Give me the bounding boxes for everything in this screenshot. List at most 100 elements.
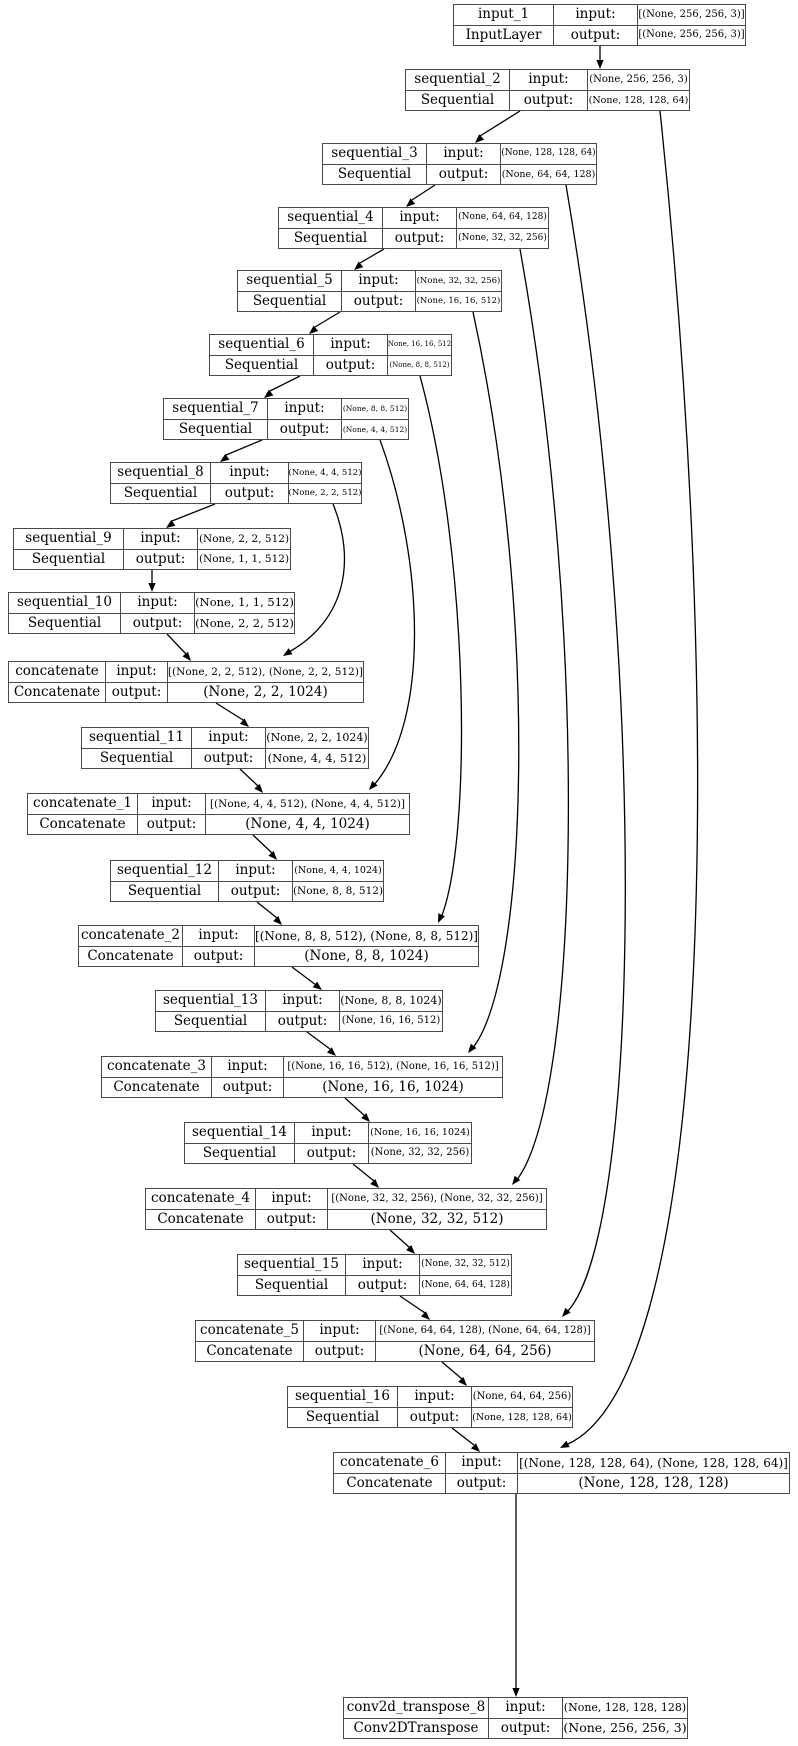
arrowhead-concatenate_1-to-sequential_12: [268, 850, 277, 860]
node-input-shape: (None, 1, 1, 512): [195, 595, 294, 609]
edge-concatenate_5-to-sequential_16: [441, 1361, 463, 1380]
node-input-label: input:: [342, 271, 416, 291]
arrowhead-sequential_7-to-sequential_8: [220, 453, 230, 462]
node-name: concatenate_3: [102, 1057, 212, 1077]
node-output-label: output:: [124, 549, 198, 569]
node-input-label: input:: [266, 991, 340, 1011]
node-output-shape: (None, 32, 32, 256): [370, 1147, 470, 1159]
node-input-label: input:: [106, 662, 168, 682]
node-name: concatenate_4: [146, 1189, 256, 1209]
edge-sequential_6-to-sequential_7: [269, 375, 301, 392]
node-input-label: input:: [398, 1387, 472, 1407]
node-input-label: input:: [489, 1698, 563, 1718]
node-name: concatenate_5: [196, 1321, 304, 1341]
node-output-shape: (None, 2, 2, 1024): [203, 683, 328, 700]
node-input-label: input:: [383, 208, 457, 228]
arrowhead-sequential_5-to-sequential_6: [309, 325, 319, 334]
node-output-label: output:: [398, 1407, 472, 1427]
node-class-name: Sequential: [406, 90, 510, 110]
node-input-shape: [(None, 128, 128, 64), (None, 128, 128, …: [519, 1455, 788, 1470]
node-input-label: input:: [124, 529, 198, 549]
node-name: sequential_16: [288, 1387, 398, 1407]
node-input-label: input:: [268, 399, 342, 419]
node-input-shape: [(None, 16, 16, 512), (None, 16, 16, 512…: [287, 1060, 499, 1072]
node-name: conv2d_transpose_8: [344, 1698, 489, 1718]
arrowhead-sequential_6-skip-concatenate_2: [438, 913, 445, 923]
arrowhead-sequential_7-skip-concatenate_1: [369, 780, 378, 790]
edge-sequential_14-to-concatenate_4: [352, 1163, 375, 1182]
node-input-shape: (None, 32, 32, 512): [421, 1259, 510, 1270]
node-output-shape: (None, 1, 1, 512): [198, 553, 290, 565]
node-output-label: output:: [121, 613, 195, 633]
node-class-name: Sequential: [14, 549, 124, 569]
node-name: sequential_3: [323, 144, 427, 164]
arrowhead-sequential_2-skip-concatenate_6: [560, 1440, 570, 1448]
edge-concatenate_1-to-sequential_12: [252, 834, 273, 854]
node-name: sequential_12: [111, 861, 219, 881]
node-input-shape: (None, 2, 2, 1024): [266, 731, 368, 745]
node-input-shape: (None, 128, 128, 128): [563, 1701, 687, 1715]
node-output-label: output:: [295, 1143, 369, 1163]
node-output-label: output:: [219, 881, 293, 901]
node-input-shape: [(None, 64, 64, 128), (None, 64, 64, 128…: [379, 1324, 591, 1336]
node-output-label: output:: [256, 1209, 328, 1229]
node-output-shape: (None, 16, 16, 512): [341, 1015, 441, 1027]
node-output-shape: (None, 2, 2, 512): [195, 615, 294, 630]
node-name: concatenate: [9, 662, 106, 682]
node-class-name: Sequential: [323, 164, 427, 184]
node-input-label: input:: [219, 861, 293, 881]
node-class-name: Sequential: [82, 748, 192, 768]
edge-sequential_2-skip-concatenate_6: [565, 110, 699, 1446]
node-output-label: output:: [346, 1275, 420, 1295]
arrowhead-sequential_10-to-concatenate: [182, 651, 191, 661]
arrowhead-sequential_4-skip-concatenate_4: [512, 1175, 521, 1185]
node-class-name: Sequential: [238, 1275, 346, 1295]
edge-concatenate_3-to-sequential_14: [344, 1097, 366, 1117]
edge-sequential_15-to-concatenate_5: [399, 1295, 426, 1314]
edge-sequential_6-skip-concatenate_2: [419, 375, 463, 919]
node-class-name: Sequential: [111, 881, 219, 901]
arrowhead-sequential_6-to-sequential_7: [264, 389, 274, 398]
edge-sequential_12-to-concatenate_2: [256, 901, 278, 919]
node-input-label: input:: [446, 1453, 518, 1473]
